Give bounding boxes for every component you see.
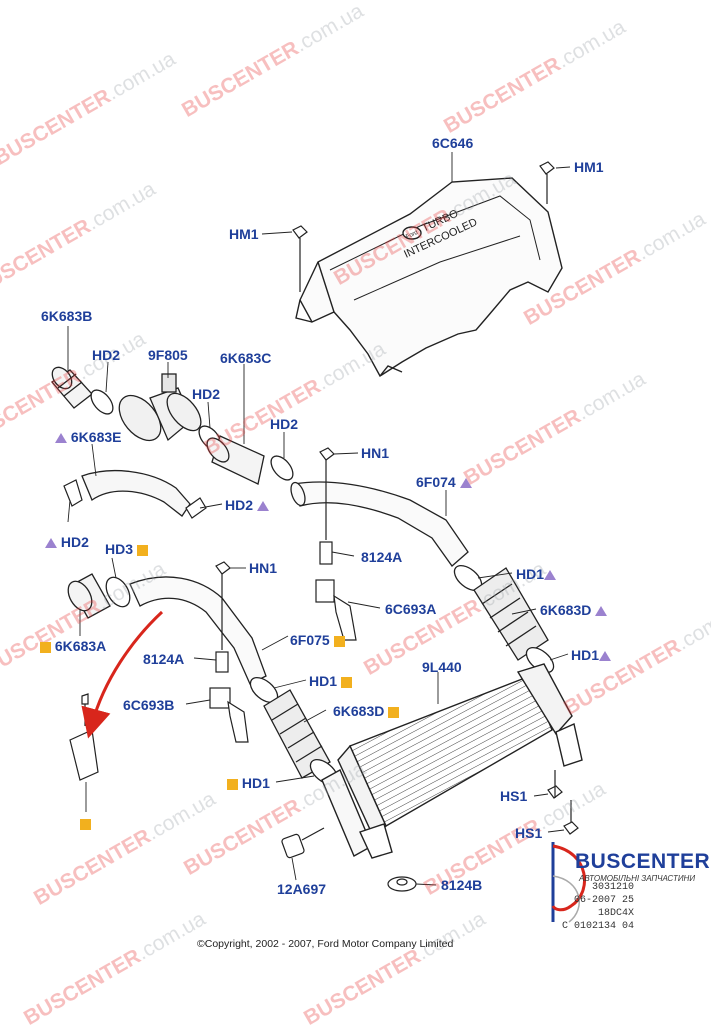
label-hd3: HD3: [105, 541, 148, 557]
square-icon: [40, 641, 51, 653]
intercooler-cover: [295, 177, 563, 377]
label-hm1-right: HM1: [574, 159, 604, 175]
grommet-8124b: [387, 876, 417, 892]
catalog-line-1: 3031210: [592, 882, 635, 893]
triangle-icon: [599, 651, 612, 662]
label-9l440: 9L440: [422, 659, 462, 675]
catalog-line-4: C 0102134 04: [562, 921, 635, 932]
label-hd1-b: HD1: [571, 647, 612, 663]
sensor-12a697: [281, 827, 325, 859]
label-hd2-e: HD2: [45, 534, 89, 550]
label-hn1-b: HN1: [249, 560, 278, 576]
throttle-body-9f805: [118, 373, 202, 442]
label-6f075: 6F075: [290, 632, 345, 648]
hose-6k683d-lower: [263, 689, 331, 779]
tube-6f075: [129, 576, 267, 685]
bolt-hm1-right: [539, 161, 555, 204]
square-icon: [340, 676, 352, 688]
hose-6k683b: [51, 366, 93, 409]
clamp-hd2-d: [63, 479, 83, 507]
label-8124b: 8124B: [441, 877, 483, 893]
label-hd2-a: HD2: [92, 347, 121, 363]
label-hs1-b: HS1: [515, 825, 543, 841]
clamp-hd3: [105, 576, 131, 608]
clamp-hd2-a: [90, 389, 114, 415]
label-hd2-b: HD2: [192, 386, 221, 402]
square-icon: [227, 778, 238, 790]
logo-brand: BUSCENTER: [575, 850, 711, 873]
label-hd1-a: HD1: [516, 566, 557, 582]
triangle-icon: [544, 570, 557, 581]
bracket-6c693b: [209, 561, 249, 743]
label-hd2-d: HD2: [225, 497, 269, 513]
label-9f805: 9F805: [148, 347, 188, 363]
bolt-hs1-b: [563, 800, 579, 835]
hose-6k683c: [206, 435, 265, 485]
square-marker-clip: [80, 815, 91, 831]
triangle-icon: [459, 478, 472, 489]
clip-detail: [69, 693, 99, 781]
label-6k683a: 6K683A: [40, 638, 106, 654]
label-6f074: 6F074: [416, 474, 472, 490]
catalog-codes: 3031210 06-2007 25 18DC4X C 0102134 04: [562, 881, 634, 933]
label-6k683d-b: 6K683D: [333, 703, 400, 719]
label-6c693a: 6C693A: [385, 601, 437, 617]
bracket-6c693a: [315, 447, 357, 641]
catalog-line-2: 06-2007 25: [574, 895, 635, 906]
label-6k683c: 6K683C: [220, 350, 272, 366]
label-8124a-b: 8124A: [143, 651, 185, 667]
label-6k683e: 6K683E: [55, 429, 121, 445]
square-icon: [333, 635, 345, 647]
label-6c693b: 6C693B: [123, 697, 175, 713]
clamp-hd2-c: [270, 455, 294, 481]
label-hd1-d: HD1: [227, 775, 270, 791]
label-hd1-c: HD1: [309, 673, 352, 689]
intercooler-9l440: [321, 663, 583, 859]
triangle-icon: [45, 538, 57, 549]
bolt-hm1-left: [292, 225, 308, 292]
hose-6k683a: [67, 573, 111, 619]
logo-tagline: АВТОМОБІЛЬНІ ЗАПЧАСТИНИ: [579, 874, 696, 883]
clamp-hd2-e: [185, 497, 207, 519]
tube-6f074: [290, 481, 469, 567]
label-8124a-a: 8124A: [361, 549, 403, 565]
triangle-icon: [256, 501, 269, 512]
label-hs1-a: HS1: [500, 788, 528, 804]
catalog-line-3: 18DC4X: [598, 908, 635, 919]
label-hn1-a: HN1: [361, 445, 390, 461]
pointer-arrow: [81, 610, 164, 739]
label-12a697: 12A697: [277, 881, 327, 897]
buscenter-logo: BUSCENTER АВТОМОБІЛЬНІ ЗАПЧАСТИНИ: [541, 836, 711, 948]
label-6k683d-a: 6K683D: [540, 602, 608, 618]
intercooler-diagram: Ford TURBO INTERCOOLED: [51, 152, 583, 892]
cover-badge: Ford: [405, 230, 419, 241]
leader-lines: [67, 152, 571, 886]
square-icon: [136, 544, 148, 556]
bolt-hs1-a: [547, 770, 563, 799]
logo-mark: [551, 842, 586, 923]
label-6k683b: 6K683B: [41, 308, 93, 324]
label-hd2-c: HD2: [270, 416, 299, 432]
label-6c646: 6C646: [432, 135, 474, 151]
square-icon: [388, 706, 400, 718]
triangle-icon: [595, 606, 608, 617]
hose-6k683e: [81, 469, 191, 517]
label-hm1-left: HM1: [229, 226, 259, 242]
triangle-icon: [55, 433, 67, 444]
copyright: ©Copyright, 2002 - 2007, Ford Motor Comp…: [197, 938, 454, 950]
square-icon: [80, 818, 91, 830]
